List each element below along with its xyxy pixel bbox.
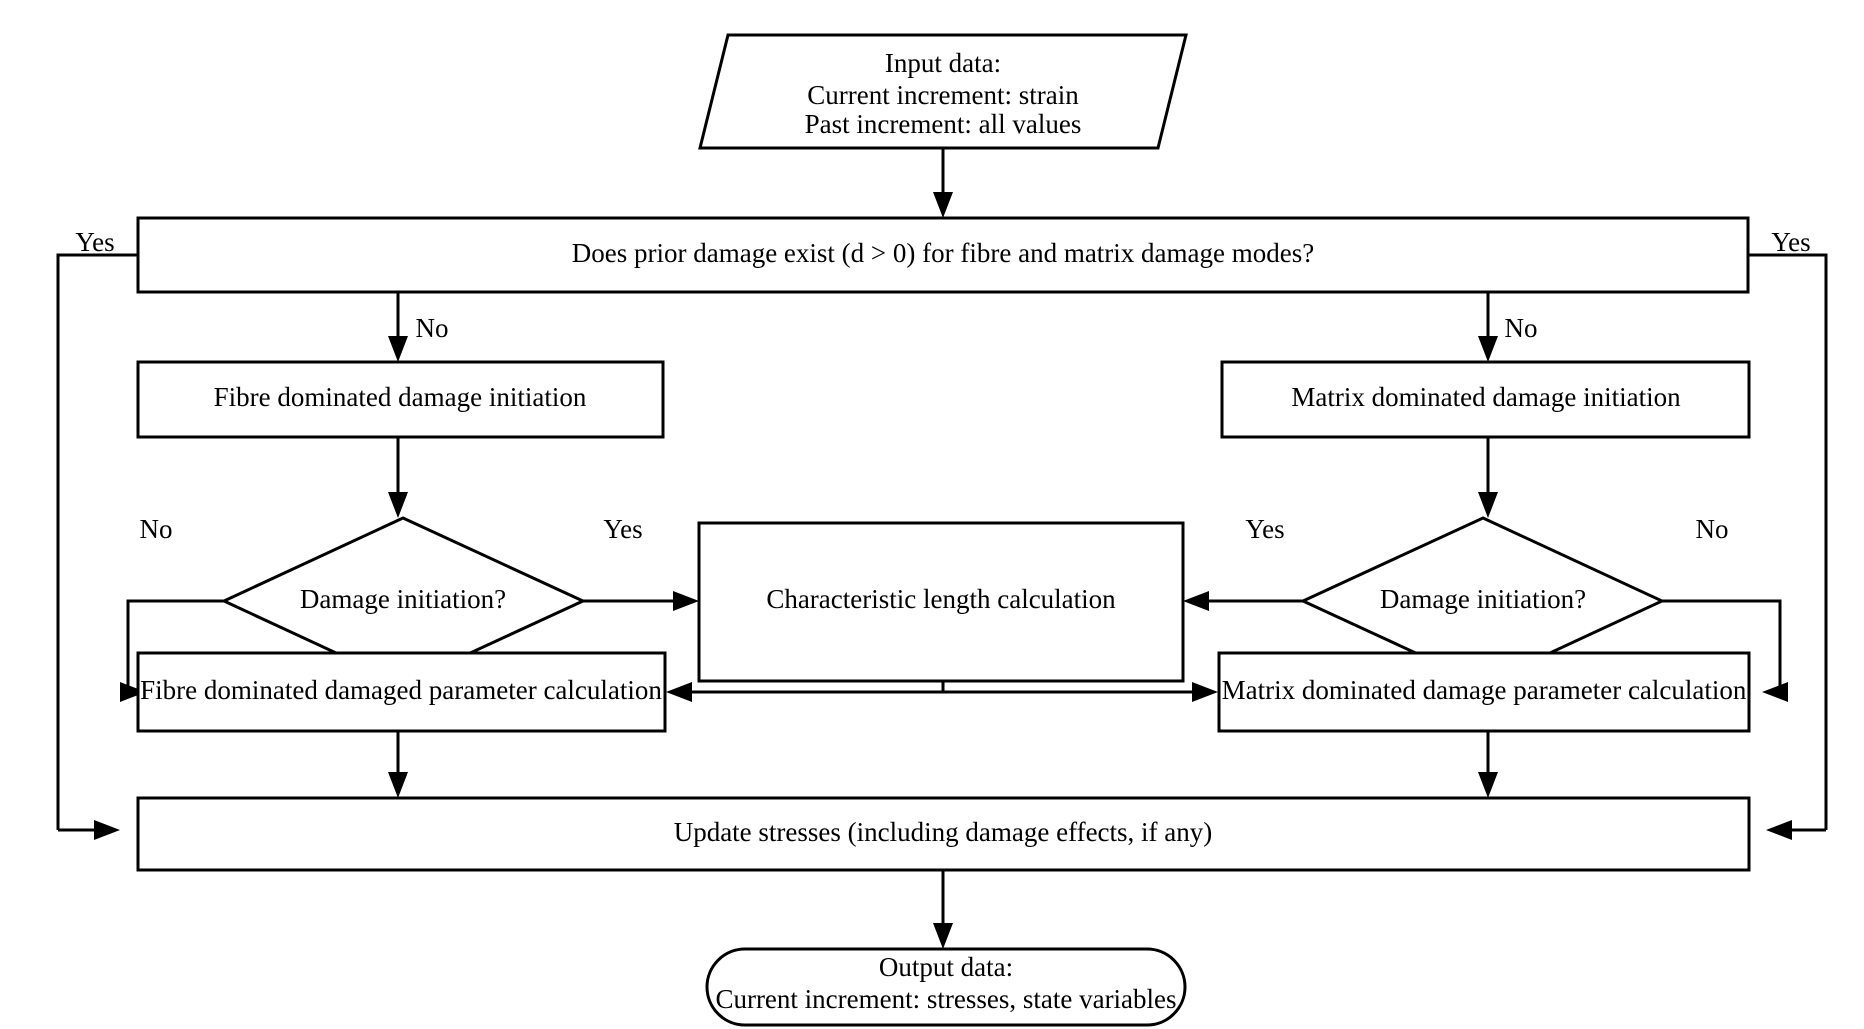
output-data-line1: Output data: <box>879 952 1013 982</box>
edge-fibre-decision-no-to-fibre-param <box>126 599 224 692</box>
node-input-data[interactable]: Input data: Current increment: strain Pa… <box>698 33 1188 150</box>
arrowhead-update-to-output <box>933 923 953 949</box>
edge-label-no-left-top: No <box>416 313 449 343</box>
matrix-init-label: Matrix dominated damage initiation <box>1291 382 1681 412</box>
edge-prior-damage-yes-left-bypass <box>56 253 138 830</box>
arrowhead-fibre-decision-yes <box>673 591 699 611</box>
update-stresses-label: Update stresses (including damage effect… <box>674 817 1213 847</box>
arrowhead-matrix-decision-yes <box>1183 591 1209 611</box>
node-matrix-damage-initiation-decision[interactable]: Damage initiation? <box>1299 516 1666 686</box>
edge-label-no-right-decision: No <box>1696 514 1729 544</box>
edge-label-yes-right-decision: Yes <box>1245 514 1284 544</box>
edge-matrix-decision-no-to-matrix-param <box>1662 599 1782 692</box>
matrix-param-rect <box>1217 651 1751 733</box>
edge-label-no-left-decision: No <box>140 514 173 544</box>
arrowhead-char-length-to-fibre-param <box>666 682 692 702</box>
fibre-init-rect <box>136 360 665 439</box>
matrix-decision-label: Damage initiation? <box>1380 584 1586 614</box>
input-data-line2: Current increment: strain <box>807 80 1079 110</box>
arrowhead-matrix-param-to-update <box>1478 772 1498 798</box>
arrowhead-fibre-decision-no <box>120 682 146 702</box>
prior-damage-label: Does prior damage exist (d > 0) for fibr… <box>572 238 1314 268</box>
node-output-data[interactable]: Output data: Current increment: stresses… <box>705 947 1187 1027</box>
node-characteristic-length-calculation[interactable]: Characteristic length calculation <box>697 521 1185 683</box>
prior-damage-rect <box>136 216 1750 294</box>
arrowhead-matrix-init-to-decision <box>1478 492 1498 518</box>
fibre-decision-label: Damage initiation? <box>300 584 506 614</box>
edge-label-yes-right-outer: Yes <box>1771 227 1810 257</box>
arrowhead-matrix-decision-no <box>1762 682 1788 702</box>
node-matrix-dominated-damage-initiation[interactable]: Matrix dominated damage initiation <box>1220 360 1751 439</box>
output-data-line2: Current increment: stresses, state varia… <box>715 984 1176 1014</box>
edge-label-no-right-top: No <box>1505 313 1538 343</box>
matrix-param-label: Matrix dominated damage parameter calcul… <box>1222 675 1747 705</box>
arrowhead-char-length-to-matrix-param <box>1192 682 1218 702</box>
matrix-init-rect <box>1220 360 1751 439</box>
edge-label-yes-left-outer: Yes <box>75 227 114 257</box>
edge-label-layer: Yes Yes No No No Yes Yes No <box>75 227 1810 544</box>
node-fibre-dominated-damage-initiation[interactable]: Fibre dominated damage initiation <box>136 360 665 439</box>
update-stresses-rect <box>136 796 1751 872</box>
char-length-rect <box>697 521 1185 683</box>
node-prior-damage-question[interactable]: Does prior damage exist (d > 0) for fibr… <box>136 216 1750 294</box>
char-length-label: Characteristic length calculation <box>766 584 1116 614</box>
edge-prior-damage-yes-right-bypass <box>1748 253 1828 830</box>
node-matrix-damage-parameter-calculation[interactable]: Matrix dominated damage parameter calcul… <box>1217 651 1751 733</box>
arrowhead-input-to-prior-damage <box>933 192 953 218</box>
fibre-param-label: Fibre dominated damaged parameter calcul… <box>140 675 662 705</box>
edge-label-yes-left-decision: Yes <box>603 514 642 544</box>
input-data-line1: Input data: <box>885 48 1001 78</box>
arrowhead-fibre-init-to-decision <box>388 492 408 518</box>
fibre-init-label: Fibre dominated damage initiation <box>214 382 587 412</box>
arrowhead-prior-damage-to-fibre-init <box>388 336 408 362</box>
fibre-param-rect <box>136 651 667 733</box>
output-data-stadium <box>705 947 1187 1027</box>
connector-layer <box>56 148 1828 949</box>
input-data-parallelogram <box>698 33 1188 150</box>
input-data-line3: Past increment: all values <box>805 109 1082 139</box>
node-update-stresses[interactable]: Update stresses (including damage effect… <box>136 796 1751 872</box>
arrowhead-prior-damage-yes-right-bypass <box>1766 820 1792 840</box>
node-fibre-damaged-parameter-calculation[interactable]: Fibre dominated damaged parameter calcul… <box>136 651 667 733</box>
arrowhead-fibre-param-to-update <box>388 772 408 798</box>
arrowhead-prior-damage-yes-left-bypass <box>94 820 120 840</box>
arrowhead-prior-damage-to-matrix-init <box>1478 336 1498 362</box>
